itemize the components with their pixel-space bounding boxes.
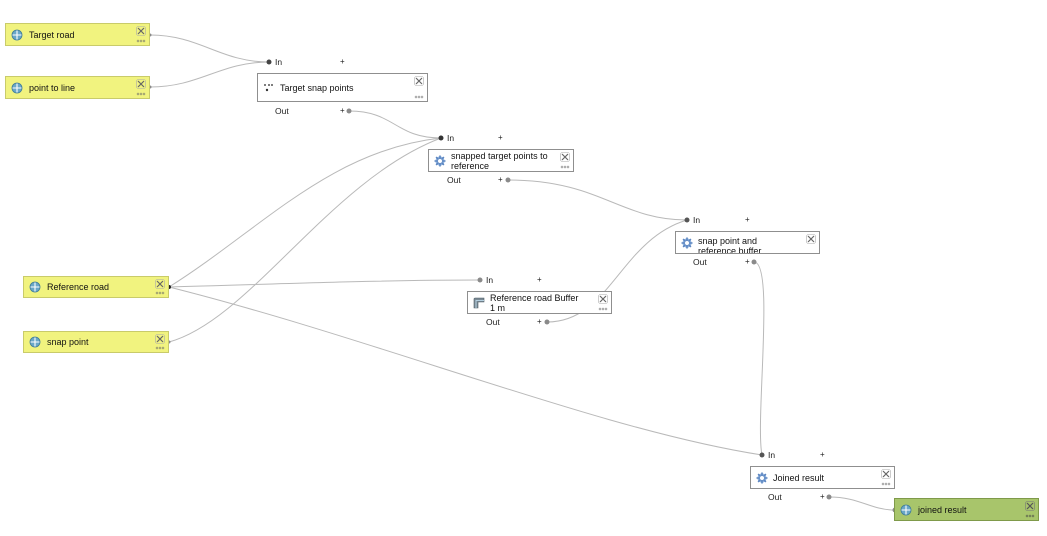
port-in-label: In bbox=[768, 450, 776, 460]
input-node-snap-point[interactable]: snap point bbox=[23, 331, 169, 353]
wire bbox=[168, 279, 481, 288]
more-icon[interactable] bbox=[881, 482, 891, 486]
more-icon[interactable] bbox=[136, 39, 146, 43]
more-icon[interactable] bbox=[155, 291, 165, 295]
wire bbox=[168, 137, 442, 343]
node-label: Reference road bbox=[47, 282, 110, 292]
wire bbox=[507, 179, 688, 221]
gear-icon bbox=[680, 236, 694, 250]
port-dot bbox=[438, 135, 444, 141]
gear-icon bbox=[755, 471, 769, 485]
port-dot bbox=[759, 452, 765, 458]
wire bbox=[546, 219, 688, 323]
node-label: snapped target points to reference bbox=[451, 150, 548, 171]
add-output-icon[interactable]: + bbox=[745, 257, 750, 266]
wire bbox=[753, 261, 765, 456]
close-icon[interactable] bbox=[136, 26, 146, 36]
input-node-target-road[interactable]: Target road bbox=[5, 23, 150, 46]
add-input-icon[interactable]: + bbox=[498, 133, 503, 142]
wire bbox=[149, 61, 270, 88]
port-in-label: In bbox=[447, 133, 455, 143]
port-out-label: Out bbox=[275, 106, 289, 116]
port-dot bbox=[751, 259, 757, 265]
close-icon[interactable] bbox=[598, 294, 608, 304]
close-icon[interactable] bbox=[414, 76, 424, 86]
input-node-point-to-line[interactable]: point to line bbox=[5, 76, 150, 99]
close-icon[interactable] bbox=[1025, 501, 1035, 511]
wire bbox=[168, 137, 442, 288]
input-param-icon bbox=[10, 28, 24, 42]
port-dot bbox=[544, 319, 550, 325]
add-input-icon[interactable]: + bbox=[745, 215, 750, 224]
input-param-icon bbox=[28, 335, 42, 349]
port-out-label: Out bbox=[447, 175, 461, 185]
input-node-reference-road[interactable]: Reference road bbox=[23, 276, 169, 298]
port-dot bbox=[684, 217, 690, 223]
port-dot bbox=[477, 277, 483, 283]
gear-icon bbox=[433, 154, 447, 168]
add-input-icon[interactable]: + bbox=[340, 57, 345, 66]
node-label: point to line bbox=[29, 82, 76, 93]
close-icon[interactable] bbox=[806, 234, 816, 244]
output-node-joined-result[interactable]: joined result bbox=[894, 498, 1039, 521]
port-dot bbox=[505, 177, 511, 183]
alg-node-reference-road-buffer[interactable]: Reference road Buffer 1 m bbox=[467, 291, 612, 314]
output-param-icon bbox=[899, 503, 913, 517]
more-icon[interactable] bbox=[1025, 514, 1035, 518]
node-label: joined result bbox=[918, 504, 967, 515]
wire bbox=[149, 34, 270, 63]
add-output-icon[interactable]: + bbox=[498, 175, 503, 184]
add-output-icon[interactable]: + bbox=[537, 317, 542, 326]
port-dot bbox=[826, 494, 832, 500]
alg-node-snap-point-reference-buffer[interactable]: snap point and reference buffer bbox=[675, 231, 820, 254]
wire bbox=[828, 496, 896, 511]
port-in-label: In bbox=[275, 57, 283, 67]
more-icon[interactable] bbox=[598, 307, 608, 311]
points-icon bbox=[262, 81, 276, 95]
buffer-icon bbox=[472, 296, 486, 310]
node-label: Joined result bbox=[773, 472, 825, 483]
alg-node-target-snap-points[interactable]: Target snap points bbox=[257, 73, 428, 102]
input-param-icon bbox=[28, 280, 42, 294]
node-label: Target snap points bbox=[280, 82, 354, 93]
port-out-label: Out bbox=[768, 492, 782, 502]
close-icon[interactable] bbox=[560, 152, 570, 162]
add-input-icon[interactable]: + bbox=[537, 275, 542, 284]
add-output-icon[interactable]: + bbox=[820, 492, 825, 501]
more-icon[interactable] bbox=[560, 165, 570, 169]
alg-node-snapped-target-points[interactable]: snapped target points to reference bbox=[428, 149, 574, 172]
close-icon[interactable] bbox=[136, 79, 146, 89]
port-out-label: Out bbox=[693, 257, 707, 267]
add-output-icon[interactable]: + bbox=[340, 106, 345, 115]
close-icon[interactable] bbox=[155, 334, 165, 344]
input-param-icon bbox=[10, 81, 24, 95]
add-input-icon[interactable]: + bbox=[820, 450, 825, 459]
port-dot bbox=[346, 108, 352, 114]
port-out-label: Out bbox=[486, 317, 500, 327]
more-icon[interactable] bbox=[155, 346, 165, 350]
close-icon[interactable] bbox=[881, 469, 891, 479]
node-label: snap point and reference buffer bbox=[698, 235, 762, 254]
more-icon[interactable] bbox=[414, 95, 424, 99]
node-label: Target road bbox=[29, 29, 75, 40]
port-in-label: In bbox=[486, 275, 494, 285]
port-dot bbox=[266, 59, 272, 65]
close-icon[interactable] bbox=[155, 279, 165, 289]
node-label: snap point bbox=[47, 337, 89, 347]
wire bbox=[348, 110, 442, 139]
alg-node-joined-result[interactable]: Joined result bbox=[750, 466, 895, 489]
port-in-label: In bbox=[693, 215, 701, 225]
node-label: Reference road Buffer 1 m bbox=[490, 292, 579, 313]
more-icon[interactable] bbox=[136, 92, 146, 96]
wire bbox=[168, 286, 763, 456]
